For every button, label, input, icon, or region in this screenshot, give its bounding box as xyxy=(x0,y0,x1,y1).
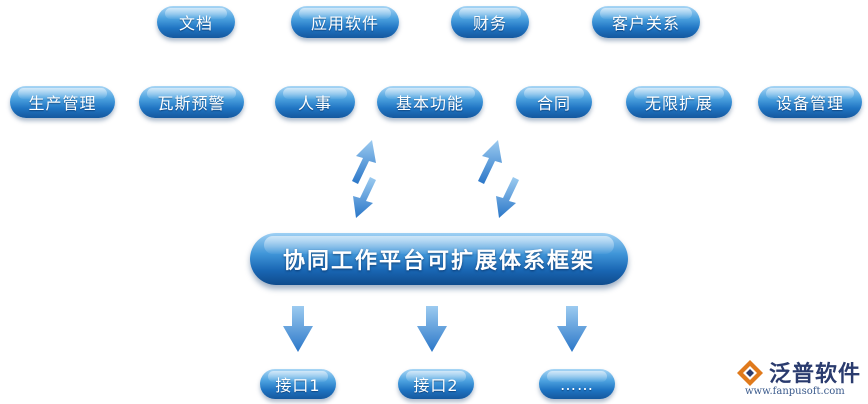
arrow-down-right xyxy=(496,177,519,218)
module-finance-label: 财务 xyxy=(472,14,507,33)
module-contract-label: 合同 xyxy=(536,94,571,113)
arrow-down-interface-more xyxy=(557,306,587,352)
module-document: 文档 xyxy=(157,6,235,38)
interface-2: 接口2 xyxy=(398,369,474,399)
arrow-down-left xyxy=(353,177,376,218)
bidirectional-arrow-right xyxy=(478,140,519,218)
brand-logo: 泛普软件 www.fanpusoft.com xyxy=(731,352,863,400)
interface-1: 接口1 xyxy=(260,369,336,399)
module-basic-functions-label: 基本功能 xyxy=(395,94,464,113)
module-application-software-label: 应用软件 xyxy=(310,14,379,33)
module-personnel-label: 人事 xyxy=(297,94,332,113)
module-application-software: 应用软件 xyxy=(291,6,399,38)
module-unlimited-extension: 无限扩展 xyxy=(626,86,732,118)
logo-mark-icon xyxy=(737,360,763,386)
central-framework-label: 协同工作平台可扩展体系框架 xyxy=(282,249,595,274)
bidirectional-arrow-left xyxy=(352,140,376,218)
module-equipment-management: 设备管理 xyxy=(758,86,862,118)
module-document-label: 文档 xyxy=(178,14,213,33)
module-gas-warning-label: 瓦斯预警 xyxy=(157,94,226,113)
module-contract: 合同 xyxy=(516,86,592,118)
central-framework: 协同工作平台可扩展体系框架 xyxy=(250,233,628,285)
module-basic-functions: 基本功能 xyxy=(377,86,483,118)
module-personnel: 人事 xyxy=(275,86,355,118)
arrow-down-interface-2 xyxy=(417,306,447,352)
arrow-up-left xyxy=(352,140,376,184)
module-unlimited-extension-label: 无限扩展 xyxy=(644,94,713,113)
module-production-management: 生产管理 xyxy=(10,86,115,118)
logo-url: www.fanpusoft.com xyxy=(745,386,845,397)
module-equipment-management-label: 设备管理 xyxy=(775,94,844,113)
logo-name: 泛普软件 xyxy=(769,362,862,387)
module-production-management-label: 生产管理 xyxy=(28,94,97,113)
interface-2-label: 接口2 xyxy=(413,376,459,395)
interface-more-label: …… xyxy=(560,374,594,394)
module-customer-relations-label: 客户关系 xyxy=(611,14,680,33)
arrow-up-right xyxy=(478,140,502,184)
interface-more: …… xyxy=(539,369,615,399)
module-customer-relations: 客户关系 xyxy=(592,6,700,38)
module-gas-warning: 瓦斯预警 xyxy=(139,86,244,118)
interface-1-label: 接口1 xyxy=(275,376,321,395)
module-finance: 财务 xyxy=(451,6,529,38)
arrow-down-interface-1 xyxy=(283,306,313,352)
